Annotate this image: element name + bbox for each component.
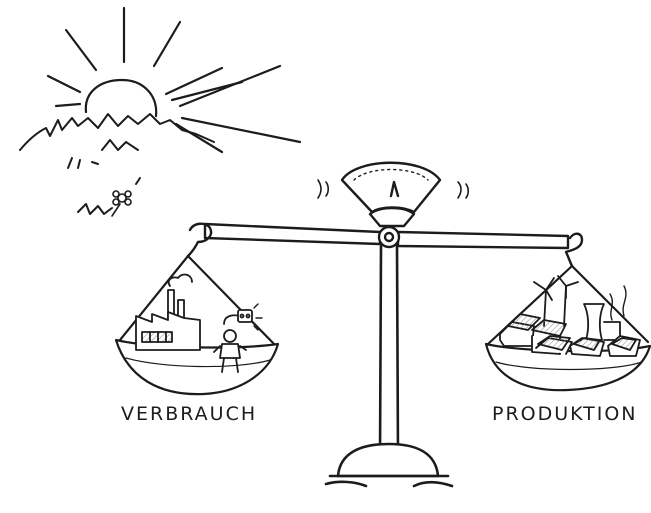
factory-icon bbox=[135, 273, 201, 351]
hill bbox=[19, 113, 215, 215]
person-icon bbox=[213, 329, 247, 373]
solar-house-icon bbox=[499, 313, 641, 357]
scale-stand bbox=[324, 244, 454, 488]
plug-icon bbox=[223, 303, 263, 331]
flower-icon bbox=[111, 190, 132, 217]
sun-icon bbox=[46, 6, 302, 154]
gauge-icon bbox=[317, 161, 470, 249]
label-verbrauch: VERBRAUCH bbox=[121, 403, 258, 425]
power-plant-icon bbox=[583, 285, 627, 341]
label-produktion: PRODUKTION bbox=[492, 403, 638, 425]
